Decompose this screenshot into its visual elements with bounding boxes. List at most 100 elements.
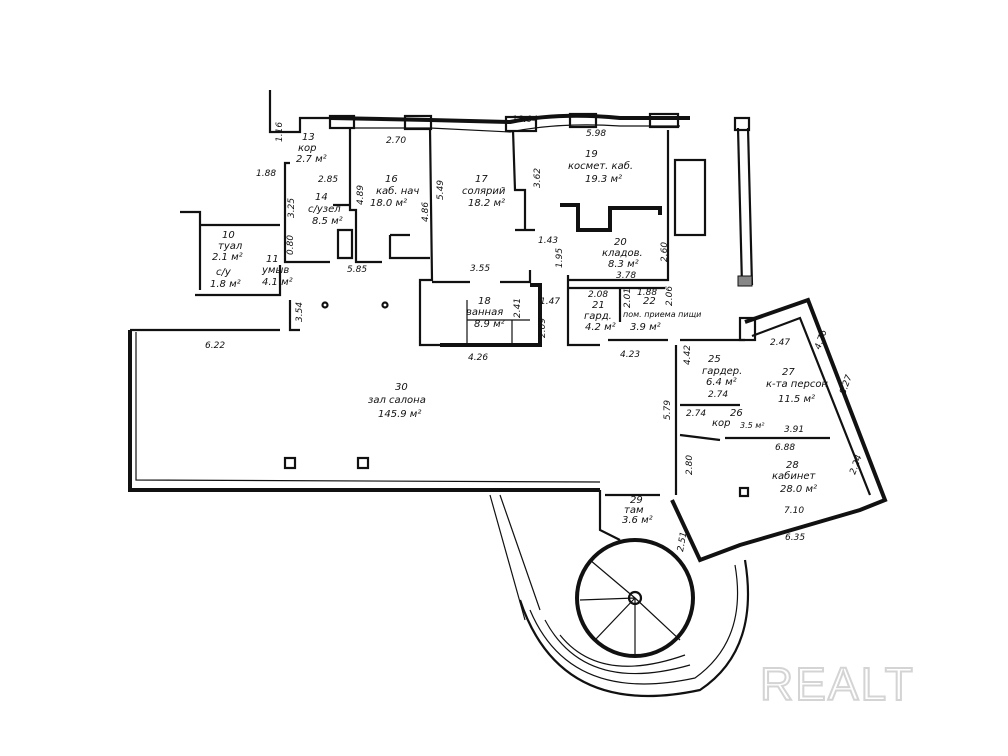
room-label-text: 6.4 м²: [706, 377, 737, 388]
room-wc: с/у1.8 м²: [210, 267, 241, 290]
room-label-text: зал салона: [368, 395, 426, 406]
dimension-label: 3.54: [295, 302, 305, 322]
room-label-text: 8.9 м²: [474, 319, 505, 330]
room-label-text: 3.6 м²: [622, 515, 653, 526]
room-label-text: 2.1 м²: [212, 252, 243, 263]
dimension-label: 5.49: [436, 180, 446, 200]
dimension-label: 4.89: [356, 185, 366, 205]
dimension-label: 3.55: [470, 264, 490, 274]
dimension-label: 4.26: [468, 353, 488, 363]
room-label-text: 28: [786, 460, 799, 471]
dimension-label: 2.74: [708, 390, 728, 400]
dimension-label: 2.60: [660, 242, 670, 262]
room-label-text: кор: [298, 143, 317, 154]
room-label-text: 20: [614, 237, 627, 248]
room-label-text: 19.3 м²: [585, 174, 622, 185]
room-label-text: 19: [585, 149, 598, 160]
dimension-label: 1.95: [555, 248, 565, 268]
room-label-text: солярий: [462, 186, 506, 197]
dimension-label: 4.86: [421, 202, 431, 222]
room-label-text: с/узел: [308, 204, 341, 215]
room-label-text: 30: [395, 382, 408, 393]
room-label-text: там: [624, 505, 644, 516]
dimension-label: 18.04: [512, 115, 538, 125]
dimension-label: 6.22: [205, 341, 225, 351]
dimension-label: 1.47: [540, 297, 560, 307]
dimension-label: 2.08: [588, 290, 608, 300]
room-label-text: гард.: [584, 311, 612, 322]
room-label-text: к-та персон: [766, 379, 828, 390]
room-label-text: 17: [475, 174, 488, 185]
room-label-text: туал: [218, 241, 243, 252]
dimension-label: 2.80: [685, 455, 695, 475]
dimension-label: 2.06: [665, 286, 675, 306]
room-22: 22 пом. приема пищи 3.9 м²: [623, 296, 701, 333]
room-label-text: гардер.: [702, 366, 742, 377]
room-label-text: 4.2 м²: [585, 322, 616, 333]
room-label-text: 22: [643, 296, 656, 307]
room-label-text: 10: [222, 230, 235, 241]
room-label-text: 11: [266, 254, 279, 265]
room-30: 30 зал салона 145.9 м²: [368, 382, 426, 420]
dimension-label: 5.98: [586, 129, 606, 139]
room-label-text: 3.9 м²: [630, 322, 661, 333]
room-27: 27к-та персон 11.5 м²: [766, 367, 828, 405]
room-label-text: кабинет: [772, 470, 817, 482]
dimension-label: 7.10: [784, 506, 804, 516]
dimension-label: 2.70: [386, 136, 406, 146]
room-label-text: 18.0 м²: [370, 198, 407, 209]
dimension-label: 2.47: [770, 338, 790, 348]
dimension-label: 1.43: [538, 236, 558, 246]
room-label-text: 1.8 м²: [210, 279, 241, 290]
room-label-text: кладов.: [602, 248, 643, 259]
room-label-text: пом. приема пищи: [623, 310, 701, 319]
room-label-text: 29: [630, 495, 643, 506]
room-label-text: 14: [315, 192, 328, 203]
room-label-text: 21: [592, 300, 605, 311]
room-label-text: 8.3 м²: [608, 259, 639, 270]
room-label-text: ванная: [466, 307, 503, 318]
room-label-text: 8.5 м²: [312, 216, 343, 227]
room-label-text: каб. нач: [376, 185, 419, 197]
room-label-text: 2.7 м²: [296, 154, 327, 165]
room-label-text: 145.9 м²: [378, 409, 421, 420]
dimension-label: 0.80: [286, 235, 296, 255]
dimension-label: 3.62: [533, 168, 543, 188]
dimension-label: 2.51: [676, 531, 689, 552]
dimension-label: 6.35: [785, 533, 805, 543]
dimension-label: 3.91: [784, 425, 804, 435]
dimension-label: 4.42: [683, 345, 693, 365]
dimension-label: 5.79: [663, 400, 673, 420]
room-label-text: 26: [730, 408, 743, 419]
dimension-labels: 1.16 1.88 2.85 2.70 4.89 4.86 5.49 3.25 …: [205, 115, 865, 553]
dimension-label: 5.85: [347, 265, 367, 275]
dimension-label: 2.74: [686, 409, 706, 419]
room-label-text: 13: [302, 132, 315, 143]
dimension-label: 1.88: [256, 169, 276, 179]
room-label-text: кор: [712, 418, 731, 429]
room-label-text: космет. каб.: [568, 160, 633, 172]
room-label-text: 27: [782, 367, 795, 378]
dimension-label: 8.27: [838, 374, 854, 397]
dimension-label: 3.78: [616, 271, 636, 281]
dimension-label: 6.88: [775, 443, 795, 453]
room-label-text: 3.5 м²: [740, 421, 765, 430]
dimension-label: 1.16: [275, 122, 285, 142]
dimension-label: 2.09: [538, 318, 548, 338]
dimension-label: 2.01: [623, 288, 633, 308]
watermark-logo: REALT: [760, 658, 915, 710]
room-label-text: 11.5 м²: [778, 394, 815, 405]
dimension-label: 2.85: [318, 175, 338, 185]
